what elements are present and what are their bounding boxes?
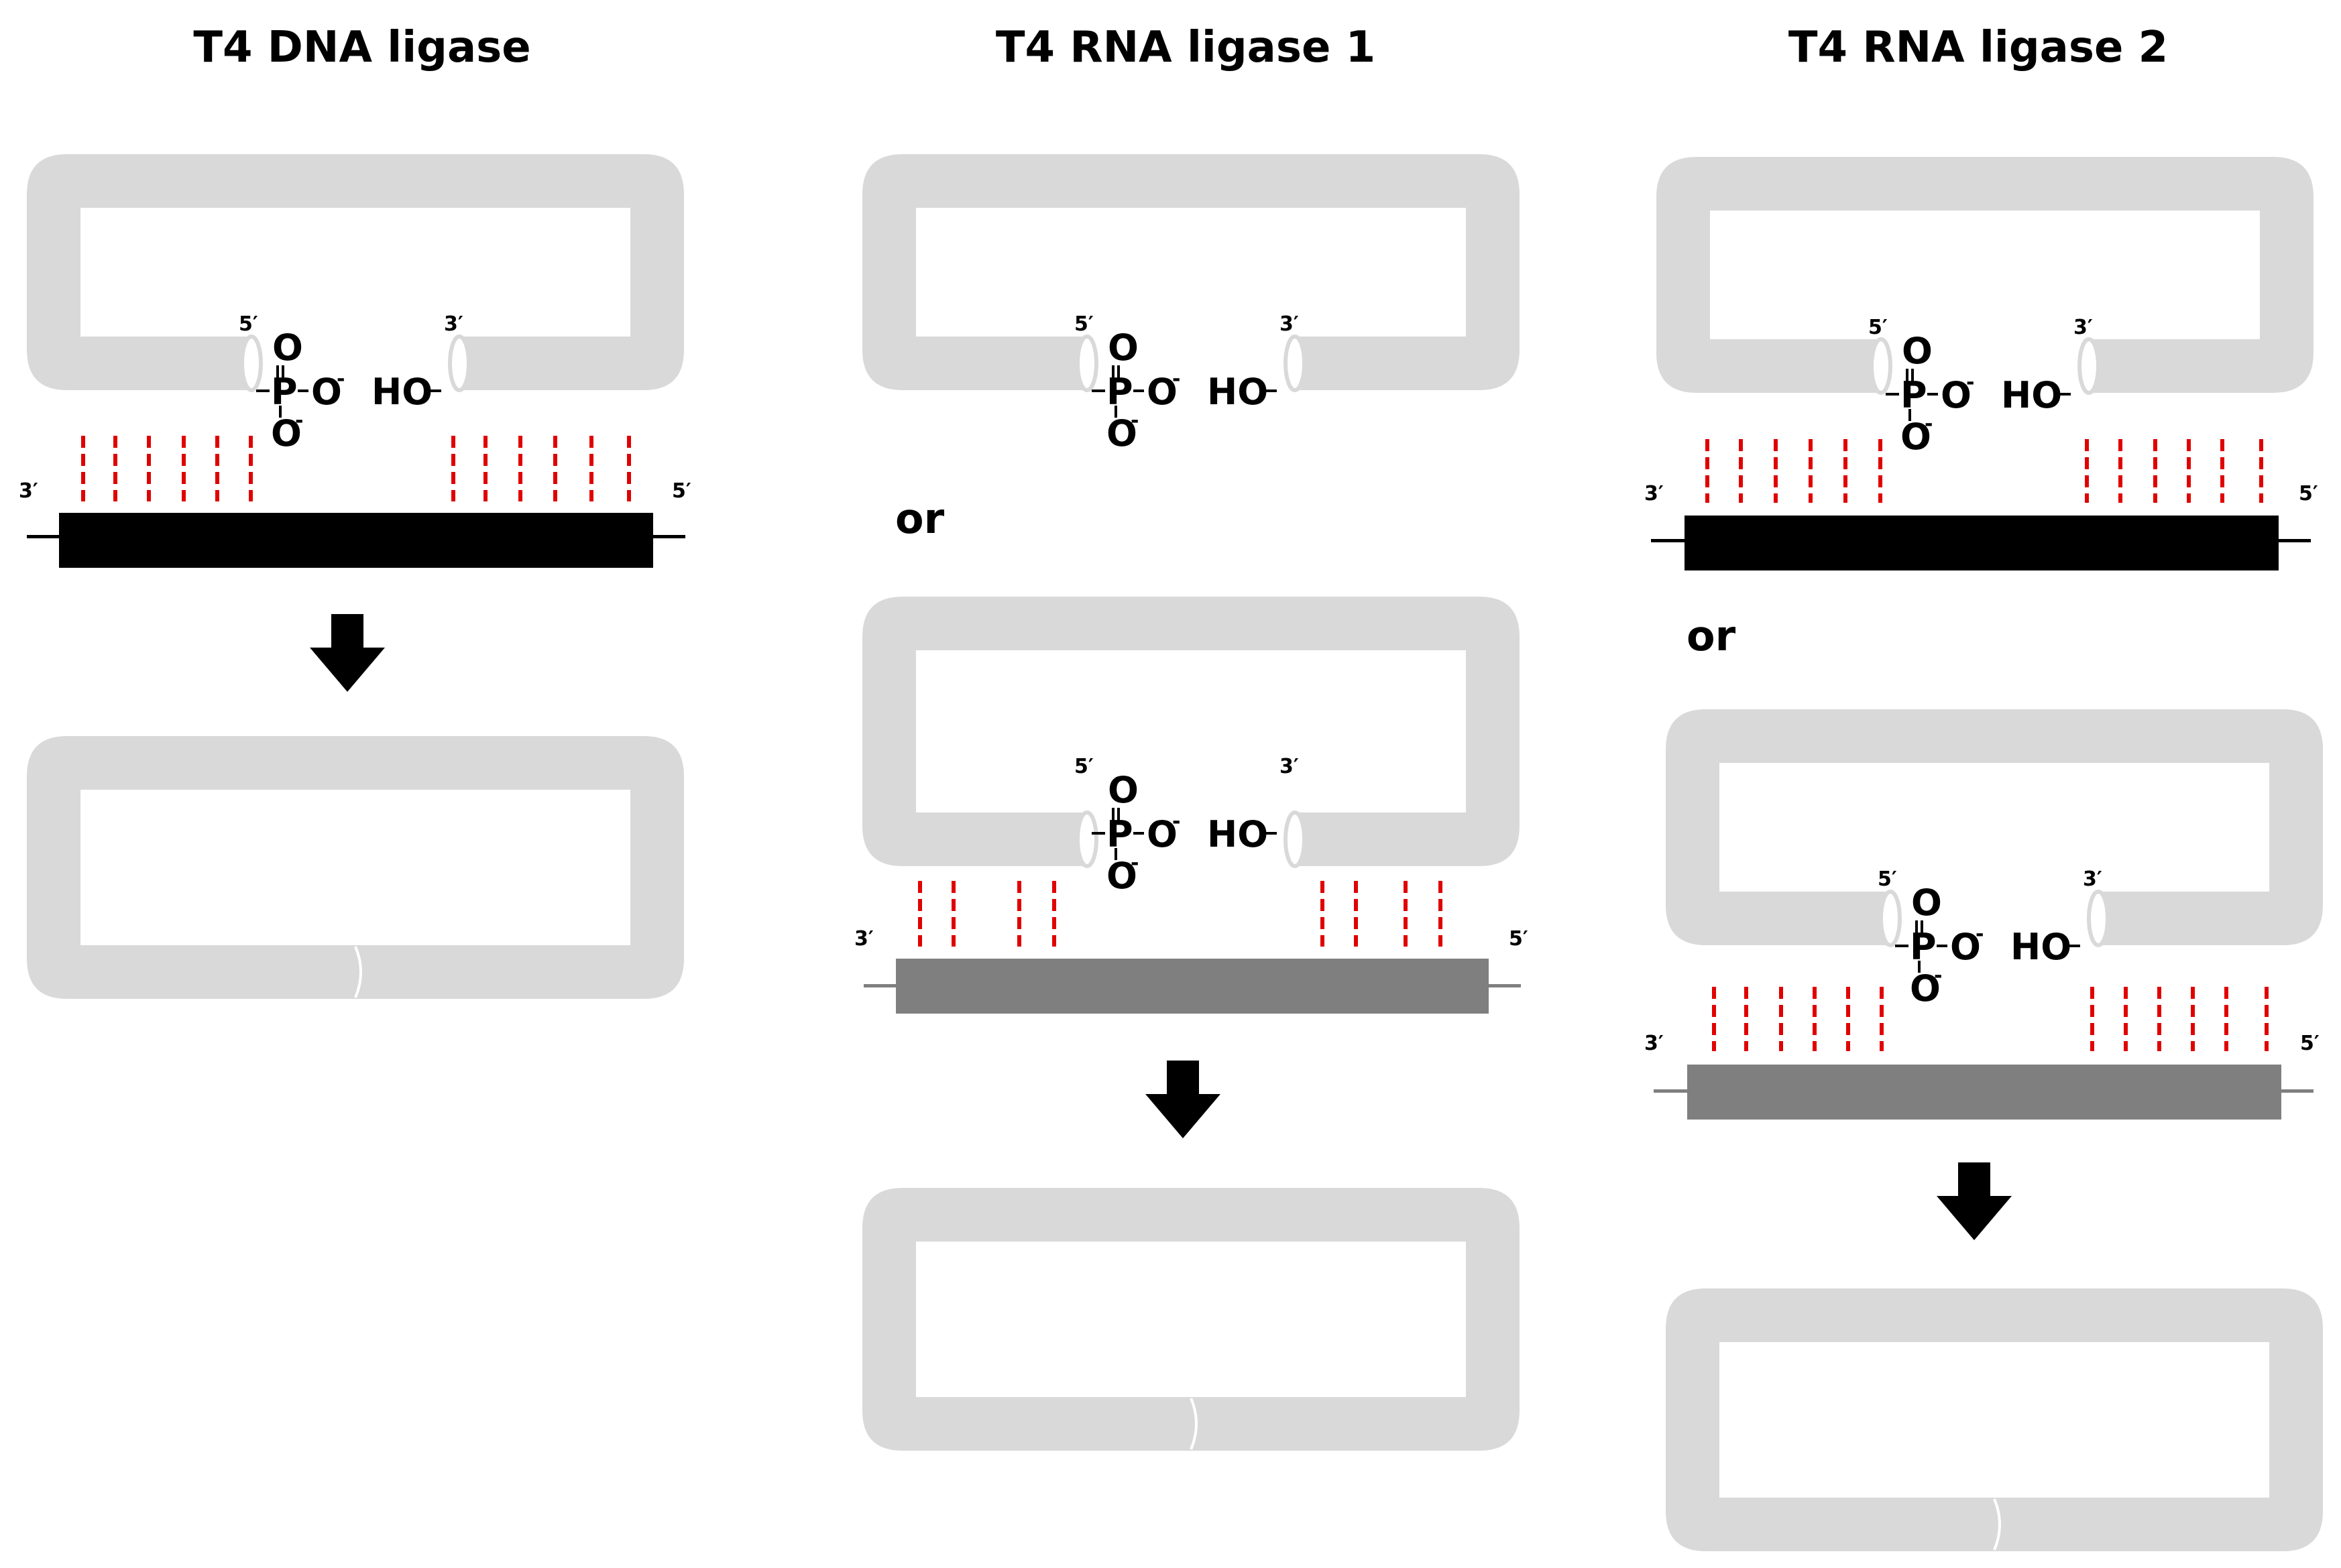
svg-text:HO: HO (2010, 926, 2071, 968)
svg-text:5′: 5′ (239, 312, 258, 336)
svg-text:P: P (1106, 813, 1133, 855)
svg-text:O: O (1950, 926, 1981, 968)
svg-text:O: O (1941, 374, 1972, 416)
svg-text:-: - (1131, 409, 1139, 432)
svg-text:HO: HO (1207, 371, 1268, 413)
dna-splint-panel-1 (27, 513, 685, 568)
loop-product-rna2 (1666, 1288, 2323, 1551)
down-arrow-icon (1937, 1162, 2012, 1240)
loop-product-dna (27, 736, 684, 999)
nick-chemistry-panel-2b: 5′ O P O - O - 3′ HO (1074, 755, 1299, 897)
svg-text:O: O (272, 326, 303, 369)
label-5prime-splint-1: 5′ (672, 479, 691, 503)
svg-text:3′: 3′ (2073, 316, 2093, 339)
svg-text:O: O (1911, 882, 1942, 924)
svg-text:P: P (271, 371, 298, 413)
svg-text:5′: 5′ (1074, 312, 1094, 336)
label-3prime-splint-3b: 3′ (1644, 1032, 1664, 1055)
loop-substrate-rna2-top (1656, 157, 2314, 395)
title-t4-rna-ligase-1: T4 RNA ligase 1 (996, 23, 1375, 72)
svg-text:P: P (1910, 926, 1937, 968)
svg-text:P: P (1106, 371, 1133, 413)
loop-substrate-dna (27, 154, 684, 392)
svg-text:-: - (1934, 964, 1942, 987)
label-3prime-splint-2: 3′ (854, 927, 874, 951)
svg-text:-: - (337, 367, 345, 391)
svg-text:O: O (311, 371, 342, 413)
svg-text:O: O (1106, 412, 1137, 455)
rna-splint-panel-3 (1654, 1065, 2314, 1120)
base-pairs-panel-1 (81, 436, 631, 501)
nick-chemistry-panel-2a: 5′ O P O - O - 3′ HO (1074, 312, 1299, 455)
svg-text:-: - (1131, 851, 1139, 875)
loop-substrate-rna1-top (862, 154, 1520, 392)
base-pairs-panel-3-dna (1705, 439, 2263, 503)
svg-text:O: O (1106, 855, 1137, 897)
svg-text:5′: 5′ (1868, 316, 1888, 339)
svg-text:5′: 5′ (1074, 755, 1094, 778)
svg-text:5′: 5′ (1878, 867, 1897, 891)
svg-text:O: O (1108, 769, 1139, 811)
svg-text:O: O (1900, 416, 1931, 458)
svg-text:O: O (1147, 371, 1178, 413)
dna-splint-panel-3 (1651, 516, 2311, 570)
loop-product-rna1 (862, 1188, 1520, 1451)
title-t4-rna-ligase-2: T4 RNA ligase 2 (1788, 23, 2168, 72)
svg-text:3′: 3′ (444, 312, 463, 336)
svg-text:-: - (1925, 412, 1933, 436)
svg-text:HO: HO (372, 371, 433, 413)
svg-text:P: P (1900, 374, 1927, 416)
title-t4-dna-ligase: T4 DNA ligase (193, 23, 530, 72)
svg-text:-: - (1966, 371, 1974, 394)
down-arrow-icon (1145, 1061, 1220, 1138)
loop-substrate-rna1-bottom (862, 597, 1520, 868)
label-3prime-splint-3a: 3′ (1644, 482, 1664, 505)
nick-chemistry-panel-3b: 5′ O P O - O - 3′ HO (1878, 867, 2102, 1010)
svg-text:-: - (295, 409, 303, 432)
base-pairs-panel-3-rna (1712, 987, 2269, 1051)
label-5prime-splint-3a: 5′ (2299, 482, 2318, 505)
or-label-panel-3: or (1687, 611, 1736, 660)
loop-substrate-rna2-bottom (1666, 709, 2323, 947)
svg-text:-: - (1976, 922, 1984, 946)
label-3prime-splint-1: 3′ (19, 479, 38, 503)
svg-text:-: - (1172, 367, 1180, 391)
svg-text:HO: HO (2001, 374, 2062, 416)
svg-text:O: O (1910, 967, 1941, 1010)
svg-text:O: O (1902, 330, 1933, 372)
label-5prime-splint-2: 5′ (1509, 927, 1528, 951)
down-arrow-icon (310, 614, 385, 692)
label-5prime-splint-3b: 5′ (2300, 1032, 2320, 1055)
nick-chemistry-panel-3a: 5′ O P O - O - 3′ HO (1868, 316, 2093, 458)
svg-text:O: O (271, 412, 302, 455)
or-label-panel-2: or (895, 494, 945, 543)
rna-splint-panel-2 (864, 959, 1521, 1014)
nick-chemistry-panel-1: 5′ O P O - O - 3′ HO (239, 312, 463, 455)
base-pairs-panel-2 (918, 881, 1442, 947)
svg-text:-: - (1172, 810, 1180, 833)
svg-text:O: O (1108, 326, 1139, 369)
svg-text:3′: 3′ (2083, 867, 2102, 891)
svg-text:HO: HO (1207, 813, 1268, 855)
svg-text:3′: 3′ (1279, 755, 1299, 778)
svg-text:O: O (1147, 813, 1178, 855)
svg-text:3′: 3′ (1279, 312, 1299, 336)
